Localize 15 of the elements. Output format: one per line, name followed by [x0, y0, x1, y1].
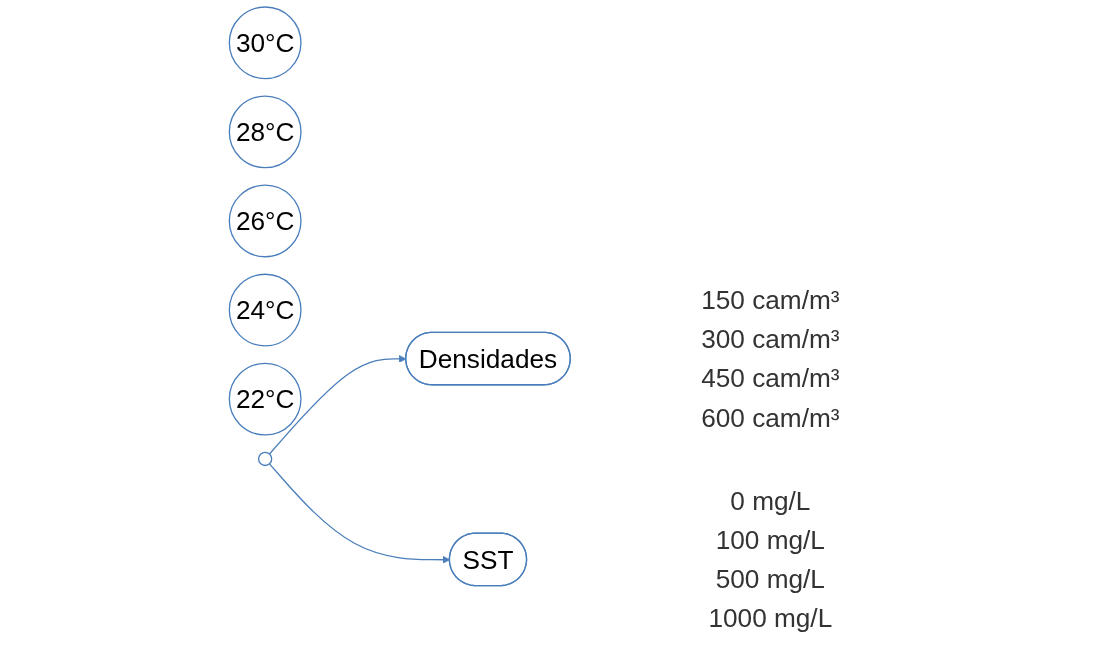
node-label: 0 mg/L — [730, 486, 811, 515]
node-label: 100 mg/L — [715, 525, 825, 555]
arrow — [268, 355, 407, 455]
node-circle: 24°C — [228, 273, 302, 347]
node-circle: 28°C — [228, 95, 302, 169]
node-circle: 30°C — [228, 6, 302, 80]
node-circle: 22°C — [228, 362, 302, 436]
node-label: 450 cam/m³ — [701, 363, 840, 393]
node-circle — [257, 451, 273, 467]
node-label: 1000 mg/L — [708, 603, 833, 633]
node-circle: 26°C — [228, 184, 302, 258]
node-label: 300 cam/m³ — [701, 324, 840, 354]
node-label: 150 cam/m³ — [701, 285, 840, 315]
node-label: 600 cam/m³ — [701, 403, 840, 432]
node-label: 500 mg/L — [715, 564, 825, 594]
